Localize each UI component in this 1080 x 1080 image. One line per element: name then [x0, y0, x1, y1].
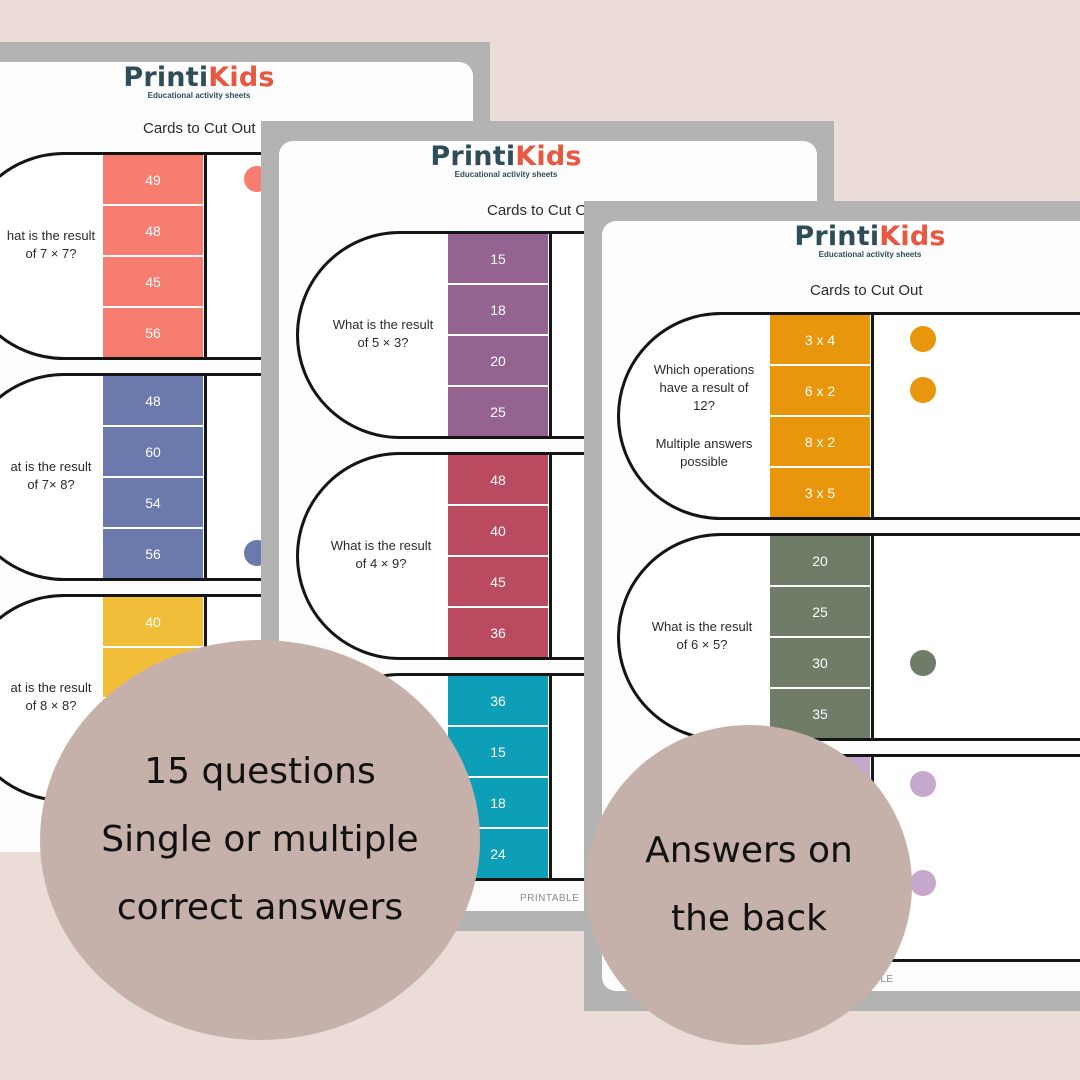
card-divider: [871, 315, 874, 517]
answer-option[interactable]: 48: [103, 206, 203, 257]
question-text: hat is the result of 7 × 7?: [6, 228, 96, 261]
answer-option[interactable]: 30: [770, 638, 870, 689]
answer-option[interactable]: 36: [448, 676, 548, 727]
answer-options: 48 60 54 56: [103, 376, 203, 578]
question-text: at is the result of 7× 8?: [10, 459, 92, 492]
answer-option[interactable]: 40: [448, 506, 548, 557]
printable-footer: PRINTABLE: [520, 893, 580, 904]
answer-marker-dot: [910, 377, 936, 403]
answer-option[interactable]: 48: [103, 376, 203, 427]
logo-tagline: Educational activity sheets: [818, 250, 922, 259]
answer-option[interactable]: 54: [103, 478, 203, 529]
answer-option[interactable]: 56: [103, 529, 203, 578]
answer-option[interactable]: 20: [448, 336, 548, 387]
printikids-logo: PrintiKids Educational activity sheets: [406, 143, 606, 180]
sheet-title: Cards to Cut Out: [143, 120, 256, 137]
logo-kids: Kids: [515, 141, 582, 172]
logo-kids: Kids: [879, 221, 946, 252]
card-divider: [871, 536, 874, 738]
answer-marker-dot: [910, 326, 936, 352]
answer-option[interactable]: 20: [770, 536, 870, 587]
question-text: What is the result of 4 × 9?: [330, 538, 432, 571]
question-prompt: Which operations have a result of 12?: [653, 362, 755, 413]
answer-option[interactable]: 45: [103, 257, 203, 308]
feature-bubble-answers: Answers on the back: [586, 725, 912, 1045]
answer-options: 49 48 45 56: [103, 155, 203, 357]
answer-option[interactable]: 3 x 5: [770, 468, 870, 517]
answer-options: 48 40 45 36: [448, 455, 548, 657]
card-divider: [204, 376, 207, 578]
logo-kids: Kids: [208, 62, 275, 93]
bubble-text: 15 questions Single or multiple correct …: [101, 751, 419, 928]
printikids-logo: PrintiKids Educational activity sheets: [770, 223, 970, 260]
answer-option[interactable]: 25: [770, 587, 870, 638]
question-text: What is the result of 5 × 3?: [332, 317, 434, 350]
answer-options: 3 x 4 6 x 2 8 x 2 3 x 5: [770, 315, 870, 517]
answer-option[interactable]: 40: [103, 597, 203, 648]
question-text: What is the result of 6 × 5?: [651, 619, 753, 652]
sheet-title: Cards to Cut Out: [810, 282, 923, 299]
answer-options: 15 18 20 25: [448, 234, 548, 436]
answer-option[interactable]: 18: [448, 285, 548, 336]
answer-marker-dot: [910, 771, 936, 797]
answer-option[interactable]: 25: [448, 387, 548, 436]
card-divider: [549, 676, 552, 878]
card-divider: [204, 155, 207, 357]
question-text: at is the result of 8 × 8?: [10, 680, 92, 713]
multiple-answers-note: Multiple answers possible: [655, 436, 753, 469]
bubble-text: Answers on the back: [645, 830, 853, 939]
answer-options: 20 25 30 35: [770, 536, 870, 738]
answer-option[interactable]: 6 x 2: [770, 366, 870, 417]
answer-option[interactable]: 60: [103, 427, 203, 478]
sheet-title: Cards to Cut O: [487, 202, 588, 219]
logo-printi: Printi: [430, 141, 516, 172]
answer-option[interactable]: 3 x 4: [770, 315, 870, 366]
answer-marker-dot: [910, 870, 936, 896]
card-divider: [549, 455, 552, 657]
logo-printi: Printi: [123, 62, 209, 93]
logo-printi: Printi: [794, 221, 880, 252]
answer-option[interactable]: 8 x 2: [770, 417, 870, 468]
question-text: Which operations have a result of 12? Mu…: [642, 361, 766, 471]
answer-option[interactable]: 48: [448, 455, 548, 506]
answer-option[interactable]: 15: [448, 234, 548, 285]
printikids-logo: PrintiKids Educational activity sheets: [99, 64, 299, 101]
logo-tagline: Educational activity sheets: [454, 170, 558, 179]
feature-bubble-questions: 15 questions Single or multiple correct …: [40, 640, 480, 1040]
card-divider: [549, 234, 552, 436]
answer-option[interactable]: 36: [448, 608, 548, 657]
logo-tagline: Educational activity sheets: [147, 91, 251, 100]
question-card: What is the result of 6 × 5? 20 25 30 35: [617, 533, 1080, 741]
answer-marker-dot: [910, 650, 936, 676]
answer-option[interactable]: 45: [448, 557, 548, 608]
question-card: Which operations have a result of 12? Mu…: [617, 312, 1080, 520]
answer-option[interactable]: 49: [103, 155, 203, 206]
answer-option[interactable]: 56: [103, 308, 203, 357]
